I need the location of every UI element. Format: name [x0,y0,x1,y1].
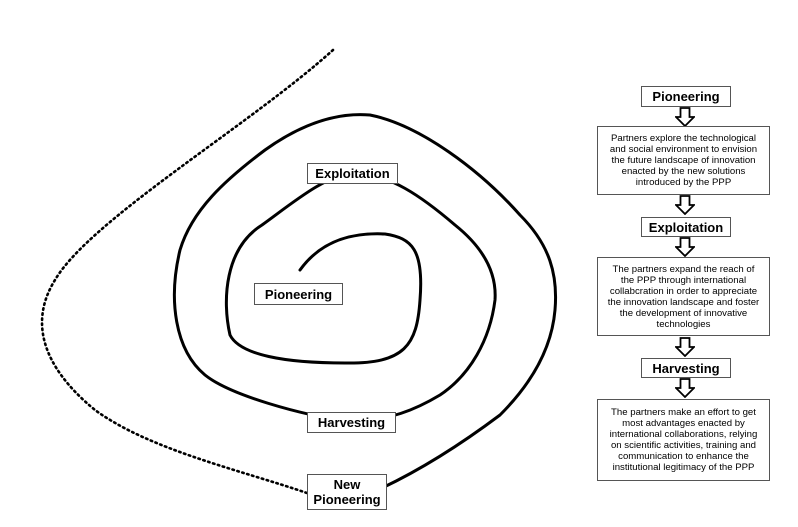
desc3-line5: communication to enhance the [618,451,749,462]
desc3-line1: The partners make an effort to get [611,407,756,418]
pioneering-label: Pioneering [254,283,343,305]
flow-exploitation-title-text: Exploitation [648,219,724,235]
desc2-line2: the PPP through international [620,274,747,286]
flow-exploitation-description: The partners expand the reach of the PPP… [597,257,770,336]
desc1-line2: and social environment to envision [609,144,758,155]
exploitation-label-text: Exploitation [315,166,390,181]
desc3-line4: on scientific activities, training and [610,440,757,451]
desc2-line1: The partners expand the reach of [612,263,755,275]
flow-harvesting-description: The partners make an effort to get most … [597,399,770,481]
desc1-line4: enacted by the new solutions [621,166,746,177]
flow-pioneering-title-text: Pioneering [652,89,720,104]
flow-exploitation-title: Exploitation [641,217,731,237]
flow-harvesting-title-text: Harvesting [652,360,720,376]
desc2-line4: the innovation landscape and foster [607,296,760,308]
spiral-line [172,113,558,490]
desc1-line1: Partners explore the technological [610,133,757,144]
dotted-outer-arc [40,48,335,495]
harvesting-label-text: Harvesting [317,415,386,430]
pioneering-label-text: Pioneering [264,286,333,302]
desc2-line5: the development of innovative [619,307,748,319]
down-arrow-4 [675,337,695,357]
down-arrow-2 [675,195,695,215]
desc2-line6: technologies [656,318,711,330]
desc3-line2: most advantages enacted by [622,418,745,429]
new-pioneering-label: New Pioneering [307,474,387,510]
down-arrow-3 [675,237,695,257]
flow-pioneering-title: Pioneering [641,86,731,107]
desc1-line3: the future landscape of innovation [611,155,756,166]
desc1-line5: introduced by the PPP [635,177,732,188]
new-pioneering-line2: Pioneering [313,492,381,507]
desc3-line3: international collaborations, relying [609,429,758,440]
down-arrow-5 [675,378,695,398]
flow-harvesting-title: Harvesting [641,358,731,378]
harvesting-label: Harvesting [307,412,396,433]
new-pioneering-line1: New [333,477,361,492]
desc2-line3: collabcration in order to appreciate [609,285,758,297]
exploitation-label: Exploitation [307,163,398,184]
flow-pioneering-description: Partners explore the technological and s… [597,126,770,195]
desc3-line6: institutional legitimacy of the PPP [612,462,755,473]
down-arrow-1 [675,107,695,127]
